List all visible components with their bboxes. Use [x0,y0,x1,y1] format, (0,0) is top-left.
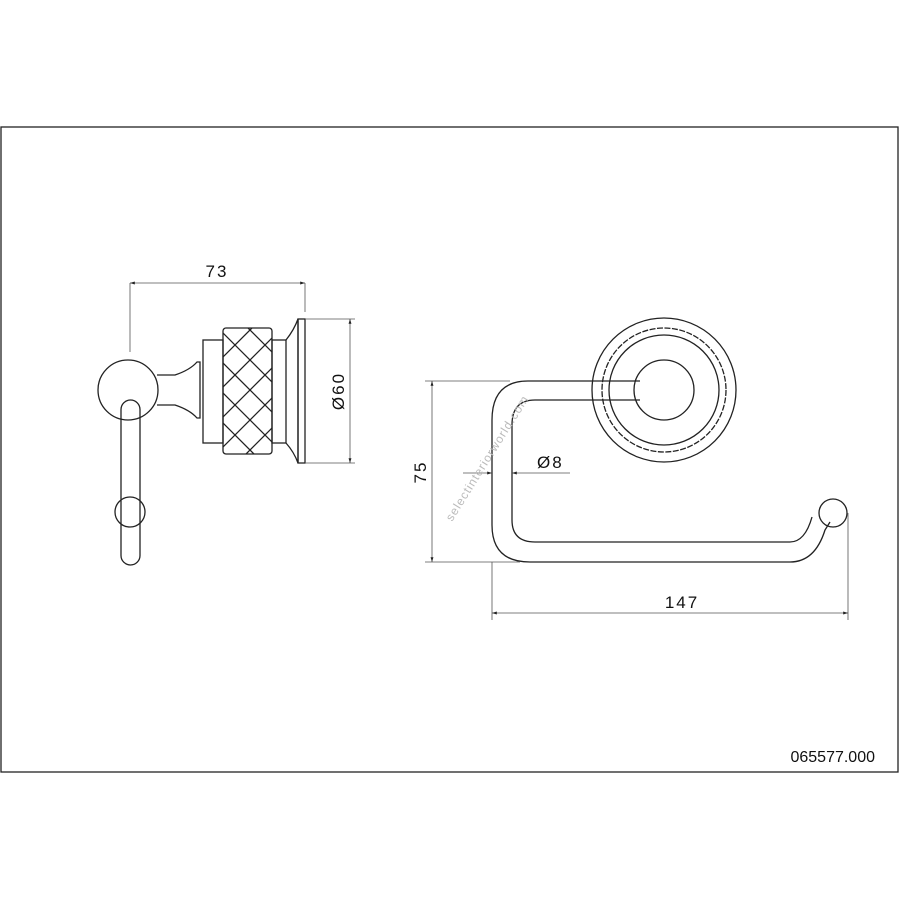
part-number: 065577.000 [790,749,875,766]
dimension-rod-diameter-label: Ø8 [537,453,564,472]
dimension-diameter-label: Ø60 [329,372,348,410]
dimension-height-label: 75 [411,461,430,484]
drawing-frame [0,126,899,773]
dimension-length-label: 147 [665,593,699,612]
front-view: 75 Ø8 147 [411,317,849,620]
watermark: selectinteriorworld.com [443,393,532,524]
side-view: 73 Ø60 [97,262,355,566]
dimension-width-label: 73 [206,262,229,281]
